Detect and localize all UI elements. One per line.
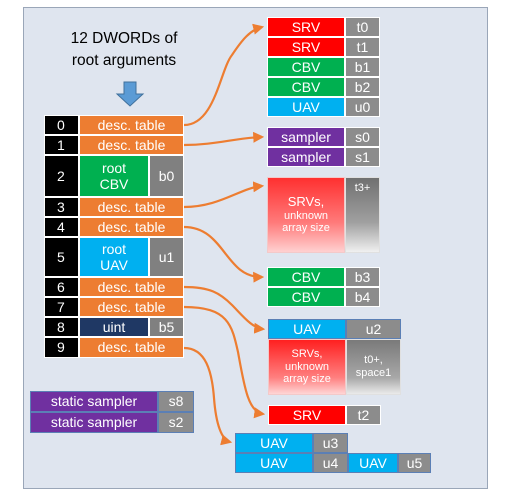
table0-entry-2-type: CBV — [267, 57, 345, 77]
root-param-8-register: b5 — [149, 317, 184, 337]
table3-srvs-line3: array size — [282, 222, 330, 235]
table1-entry-0-reg: s0 — [345, 127, 380, 147]
table6-srvs: SRVs, unknown array size — [268, 339, 346, 395]
table6-uav-reg: u2 — [346, 319, 401, 339]
static-sampler-0: static sampler — [30, 391, 158, 412]
table3-srvs-line2: unknown — [283, 209, 329, 222]
title-line-2: root arguments — [71, 52, 177, 69]
table0-entry-3-reg: b2 — [345, 77, 380, 97]
table4-entry-0-type: CBV — [267, 267, 345, 287]
root-index-7: 7 — [44, 297, 79, 317]
table7-type: SRV — [268, 405, 346, 425]
root-index-8: 8 — [44, 317, 79, 337]
connector-6 — [183, 285, 266, 334]
diagram-title: 12 DWORDs of root arguments — [62, 28, 186, 72]
table0-entry-4-reg: u0 — [345, 97, 380, 117]
root-param-1: desc. table — [79, 135, 184, 155]
root-index-1: 1 — [44, 135, 79, 155]
root-param-6: desc. table — [79, 277, 184, 297]
table6-srvs-reg-line1: t0+, — [364, 354, 383, 367]
root-param-9: desc. table — [79, 337, 184, 358]
connector-0 — [183, 23, 265, 127]
table9-uav1: UAV — [235, 433, 313, 453]
table6-srvs-line2: unknown — [284, 360, 330, 373]
table6-srvs-line3: array size — [283, 373, 331, 386]
root-index-2: 2 — [44, 155, 79, 197]
table1-entry-0-type: sampler — [267, 127, 345, 147]
table3-reg: t3+ — [345, 177, 380, 253]
root-param-2-line2: CBV — [99, 176, 129, 192]
table0-entry-0-reg: t0 — [345, 17, 380, 37]
table9-uav3: UAV — [348, 453, 398, 473]
root-param-5-register: u1 — [149, 237, 184, 277]
table6-srvs-reg-line2: space1 — [355, 367, 392, 379]
down-arrow-icon — [115, 81, 145, 107]
root-index-6: 6 — [44, 277, 79, 297]
connector-7 — [183, 305, 266, 419]
table9-uav2-reg: u4 — [313, 453, 348, 473]
table0-entry-1-type: SRV — [267, 37, 345, 57]
table0-entry-1-reg: t1 — [345, 37, 380, 57]
table0-entry-3-type: CBV — [267, 77, 345, 97]
table7-reg: t2 — [346, 405, 381, 425]
root-param-3: desc. table — [79, 197, 184, 217]
root-index-0: 0 — [44, 115, 79, 135]
root-param-4: desc. table — [79, 217, 184, 237]
table9-uav3-reg: u5 — [398, 453, 431, 473]
connector-1 — [183, 131, 265, 147]
root-param-2: root CBV — [79, 155, 149, 197]
root-param-0: desc. table — [79, 115, 184, 135]
table0-entry-4-type: UAV — [267, 97, 345, 117]
table6-srvs-line1: SRVs, — [291, 348, 323, 361]
table6-uav: UAV — [268, 319, 346, 339]
root-param-5-line1: root — [101, 240, 127, 257]
table4-entry-1-type: CBV — [267, 287, 345, 307]
connector-3 — [183, 181, 265, 209]
table3-srvs-line1: SRVs, — [287, 193, 325, 209]
table1-entry-1-reg: s1 — [345, 147, 380, 167]
connector-9 — [183, 346, 233, 446]
static-sampler-1-reg: s2 — [158, 412, 194, 433]
table6-srvs-reg: t0+, space1 — [346, 339, 401, 395]
table4-entry-0-reg: b3 — [345, 267, 380, 287]
title-line-1: 12 DWORDs of — [70, 30, 178, 47]
root-param-8: uint — [79, 317, 149, 337]
root-param-5-line2: UAV — [100, 257, 128, 273]
table3-srvs: SRVs, unknown array size — [267, 177, 345, 253]
table0-entry-2-reg: b1 — [345, 57, 380, 77]
table1-entry-1-type: sampler — [267, 147, 345, 167]
root-param-5: root UAV — [79, 237, 149, 277]
table9-uav1-reg: u3 — [313, 433, 348, 453]
static-sampler-1: static sampler — [30, 412, 158, 433]
root-param-7: desc. table — [79, 297, 184, 317]
connector-4 — [183, 225, 265, 283]
table0-entry-0-type: SRV — [267, 17, 345, 37]
root-index-9: 9 — [44, 337, 79, 358]
root-index-5: 5 — [44, 237, 79, 277]
root-param-2-line1: root — [101, 159, 127, 176]
static-sampler-0-reg: s8 — [158, 391, 194, 412]
table9-uav2: UAV — [235, 453, 313, 473]
root-index-4: 4 — [44, 217, 79, 237]
root-index-3: 3 — [44, 197, 79, 217]
root-param-2-register: b0 — [149, 155, 184, 197]
table4-entry-1-reg: b4 — [345, 287, 380, 307]
